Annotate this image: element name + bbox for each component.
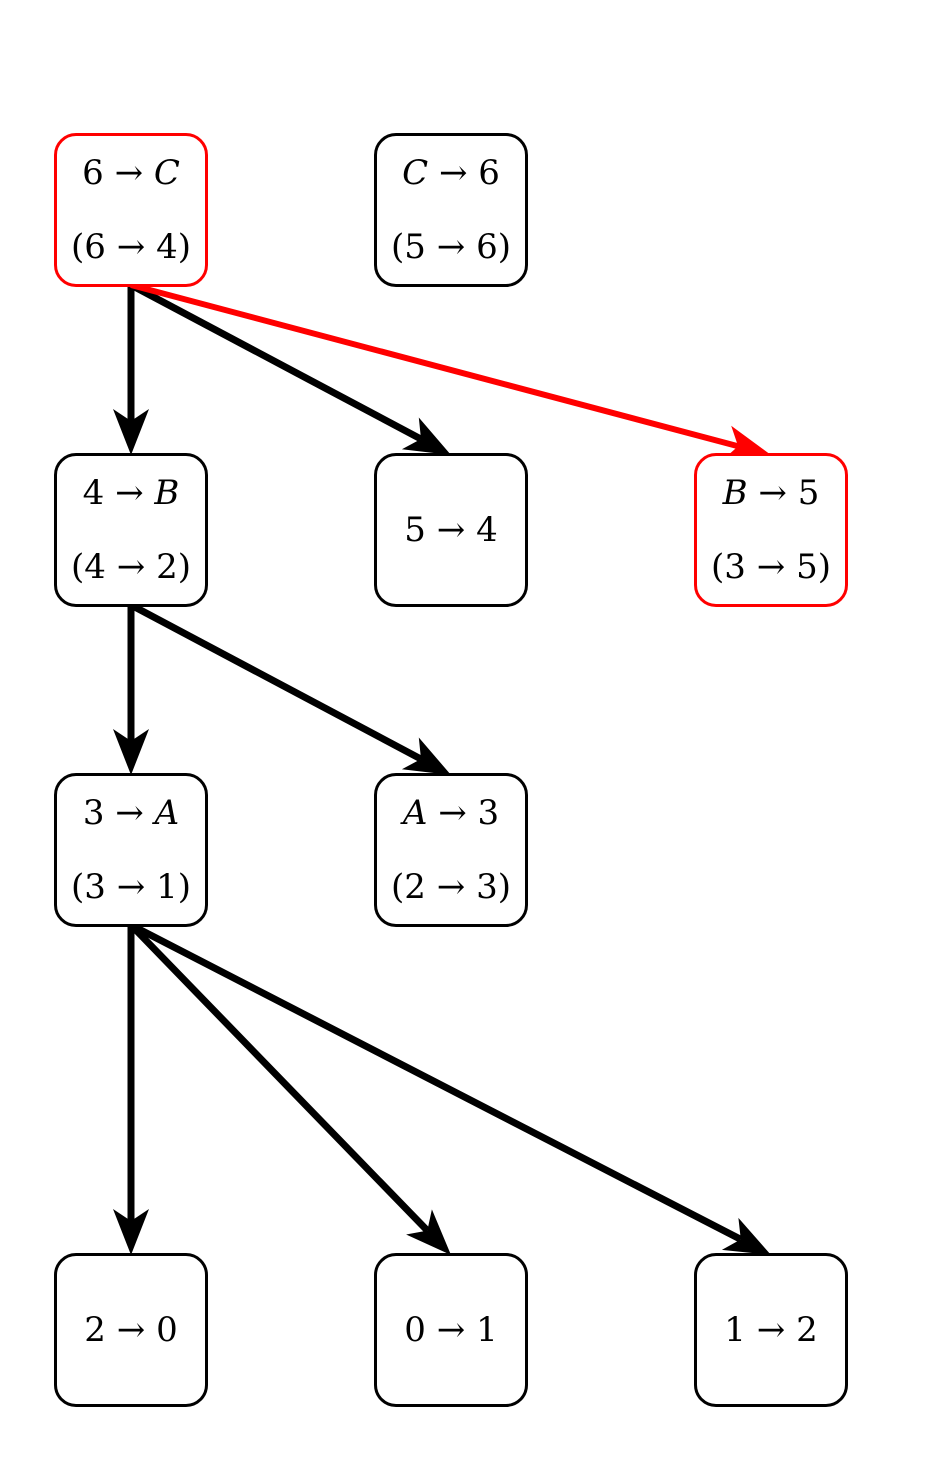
edge-n6C-n4B (113, 285, 149, 455)
node-0-to-1: 0 → 1 (374, 1253, 528, 1407)
node-C-to-6: C → 6 (5 → 6) (374, 133, 528, 287)
node-label: 2 → 0 (84, 1310, 178, 1350)
edge-n4B-nA3 (129, 601, 451, 775)
node-sublabel: (3 → 5) (711, 547, 831, 587)
edge-n3A-n12 (129, 921, 771, 1255)
node-1-to-2: 1 → 2 (694, 1253, 848, 1407)
node-sublabel: (6 → 4) (71, 227, 191, 267)
edge-n3A-n20 (113, 925, 149, 1255)
node-label: 6 → C (82, 153, 180, 193)
edge-line (128, 922, 430, 1234)
node-label: A → 3 (402, 793, 500, 833)
node-label: C → 6 (402, 153, 500, 193)
node-sublabel: (3 → 1) (71, 867, 191, 907)
node-4-to-B: 4 → B (4 → 2) (54, 453, 208, 607)
node-3-to-A: 3 → A (3 → 1) (54, 773, 208, 927)
arrowhead (406, 1209, 451, 1255)
arrowhead (113, 729, 149, 775)
edge-line (129, 601, 423, 763)
node-sublabel: (4 → 2) (71, 547, 191, 587)
edge-n3A-n01 (128, 922, 451, 1255)
edge-n6C-n54 (129, 281, 451, 455)
node-B-to-5: B → 5 (3 → 5) (694, 453, 848, 607)
arrowhead (721, 1217, 771, 1255)
edge-n6C-nB5 (130, 282, 771, 461)
node-sublabel: (2 → 3) (391, 867, 511, 907)
node-label: B → 5 (722, 473, 820, 513)
node-label: 0 → 1 (404, 1310, 498, 1350)
node-2-to-0: 2 → 0 (54, 1253, 208, 1407)
node-sublabel: (5 → 6) (391, 227, 511, 267)
node-5-to-4: 5 → 4 (374, 453, 528, 607)
arrowhead (113, 409, 149, 455)
node-6-to-C: 6 → C (6 → 4) (54, 133, 208, 287)
edge-n4B-n3A (113, 605, 149, 775)
node-label: 5 → 4 (404, 510, 498, 550)
node-A-to-3: A → 3 (2 → 3) (374, 773, 528, 927)
arrowhead (113, 1209, 149, 1255)
node-label: 3 → A (82, 793, 180, 833)
node-label: 1 → 2 (724, 1310, 818, 1350)
node-label: 4 → B (82, 473, 180, 513)
edge-line (130, 282, 739, 450)
arrowhead (721, 425, 771, 461)
arrowhead (401, 417, 451, 455)
edge-line (129, 921, 743, 1243)
arrowhead (401, 737, 451, 775)
edge-line (129, 281, 423, 443)
